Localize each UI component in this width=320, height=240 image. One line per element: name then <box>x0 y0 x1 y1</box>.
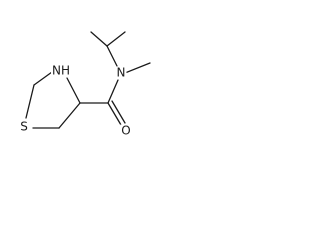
atom-nitrogen-amide: N <box>115 65 127 80</box>
bond-ring-nh-c2 <box>33 71 53 86</box>
bond-ring-c4-nh <box>66 77 81 104</box>
bond-ring-c2-s <box>25 84 35 119</box>
bond-carbonyl-double-1 <box>107 102 122 126</box>
bond-ch-to-ch3-right <box>106 31 126 47</box>
bond-layer <box>25 31 151 129</box>
atom-nh: NH <box>51 63 71 78</box>
bond-carbonyl-double-2 <box>111 100 126 124</box>
bond-n-to-methyl <box>124 62 151 74</box>
atom-sulfur: S <box>19 119 29 134</box>
bond-n-to-carbonyl <box>107 79 119 104</box>
bond-ch3-left-to-ch <box>90 31 108 47</box>
atom-oxygen: O <box>120 123 132 138</box>
bond-ring-c5-c4 <box>58 102 81 129</box>
bond-ch-to-n <box>106 45 118 67</box>
molecule-diagram: N NH S O <box>0 0 172 150</box>
